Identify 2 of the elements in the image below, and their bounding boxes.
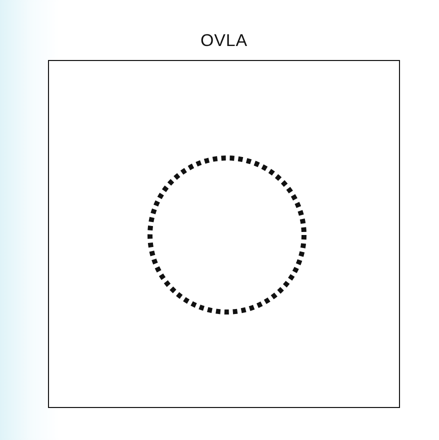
box-title: OVLA — [200, 30, 248, 52]
square-box — [48, 60, 400, 408]
